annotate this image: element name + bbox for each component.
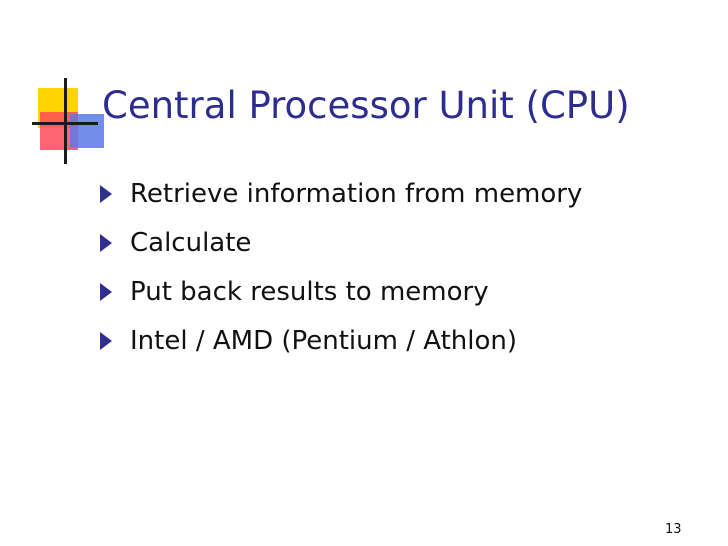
bullet-item: Calculate xyxy=(100,218,582,267)
logo-horizontal-line xyxy=(32,122,98,125)
bullet-text: Calculate xyxy=(130,227,252,258)
bullet-text: Retrieve information from memory xyxy=(130,178,583,209)
bullet-item: Intel / AMD (Pentium / Athlon) xyxy=(100,316,582,365)
bullet-text: Intel / AMD (Pentium / Athlon) xyxy=(130,325,517,356)
triangle-bullet-icon xyxy=(100,283,112,301)
slide-title: Central Processor Unit (CPU) xyxy=(102,84,630,127)
page-number: 13 xyxy=(665,522,682,537)
logo-vertical-line xyxy=(64,78,67,164)
triangle-bullet-icon xyxy=(100,234,112,252)
logo-blue-square xyxy=(70,114,104,148)
bullet-item: Retrieve information from memory xyxy=(100,169,582,218)
triangle-bullet-icon xyxy=(100,332,112,350)
triangle-bullet-icon xyxy=(100,185,112,203)
bullet-text: Put back results to memory xyxy=(130,276,489,307)
colored-squares-logo-icon xyxy=(0,0,110,170)
bullet-item: Put back results to memory xyxy=(100,267,582,316)
bullet-list: Retrieve information from memory Calcula… xyxy=(100,169,582,365)
